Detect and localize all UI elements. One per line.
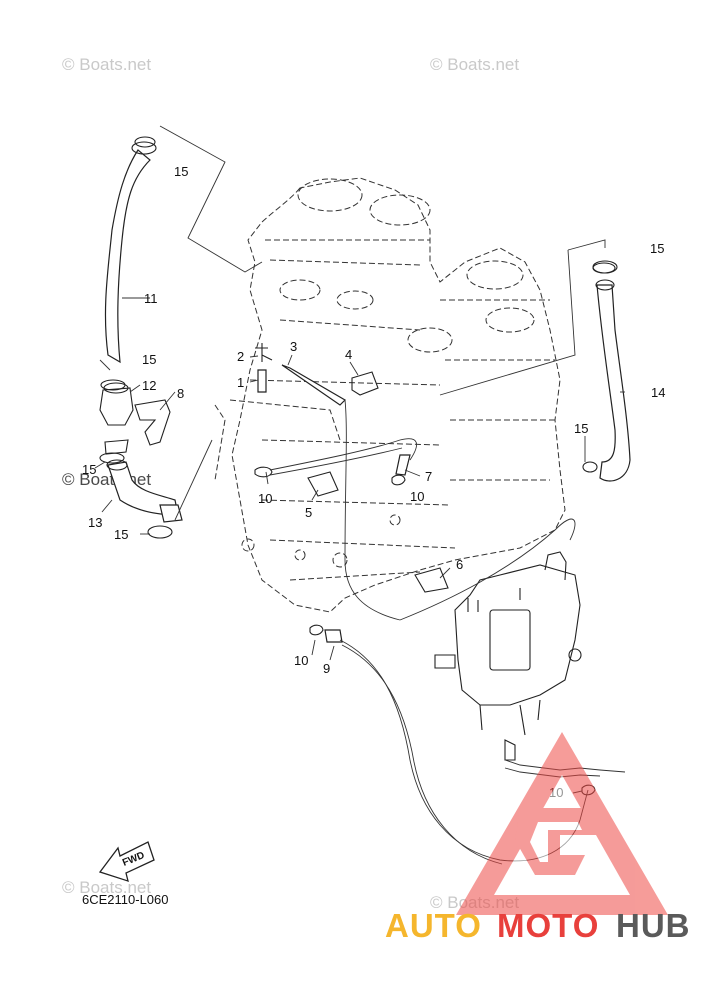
- hose-clips: [99, 136, 618, 539]
- hose-14: [592, 262, 631, 482]
- callout-15-clip-upper: 15: [142, 352, 156, 367]
- callout-10-middle: 10: [410, 489, 424, 504]
- callout-15-top-left: 15: [174, 164, 188, 179]
- callout-1: 1: [237, 375, 244, 390]
- callout-15-right: 15: [574, 421, 588, 436]
- hose-13: [99, 382, 183, 523]
- hose-11: [104, 141, 157, 364]
- engine-block: [214, 177, 566, 613]
- callout-10-left: 10: [258, 491, 272, 506]
- leader-lines: [94, 125, 625, 794]
- callout-12: 12: [142, 378, 156, 393]
- callout-14: 14: [651, 385, 665, 400]
- callout-15-top-right: 15: [650, 241, 664, 256]
- callout-2: 2: [237, 349, 244, 364]
- diagram-code: 6CE2110-L060: [82, 892, 169, 907]
- callout-6: 6: [456, 557, 463, 572]
- fwd-arrow-icon: FWD: [98, 841, 155, 882]
- callout-3: 3: [290, 339, 297, 354]
- brand-auto: AUTO: [385, 907, 482, 944]
- callout-7: 7: [425, 469, 432, 484]
- logo-triangle-icon: [456, 732, 668, 915]
- callout-9: 9: [323, 661, 330, 676]
- callout-8: 8: [177, 386, 184, 401]
- watermark-bottom-left: © Boats.net: [62, 878, 151, 897]
- callout-11: 11: [144, 291, 158, 306]
- watermark-top-right: © Boats.net: [430, 55, 519, 74]
- automotohub-logo: AUTO MOTO HUB: [385, 732, 691, 944]
- watermark-top-left: © Boats.net: [62, 55, 151, 74]
- brand-moto: MOTO: [497, 907, 599, 944]
- callout-labels: 15 11 15 12 8 15 13 15 2 1 3 4 10 5 7 10…: [82, 164, 665, 800]
- callout-10-lower: 10: [294, 653, 308, 668]
- brand-hub: HUB: [616, 907, 691, 944]
- callout-4: 4: [345, 347, 352, 362]
- callout-5: 5: [305, 505, 312, 520]
- small-parts: [254, 343, 596, 796]
- vapor-separator: [434, 551, 582, 761]
- callout-15-clip-lower: 15: [82, 462, 96, 477]
- callout-15-bottom-left: 15: [114, 527, 128, 542]
- bracket-8: [134, 399, 171, 446]
- callout-13: 13: [88, 515, 102, 530]
